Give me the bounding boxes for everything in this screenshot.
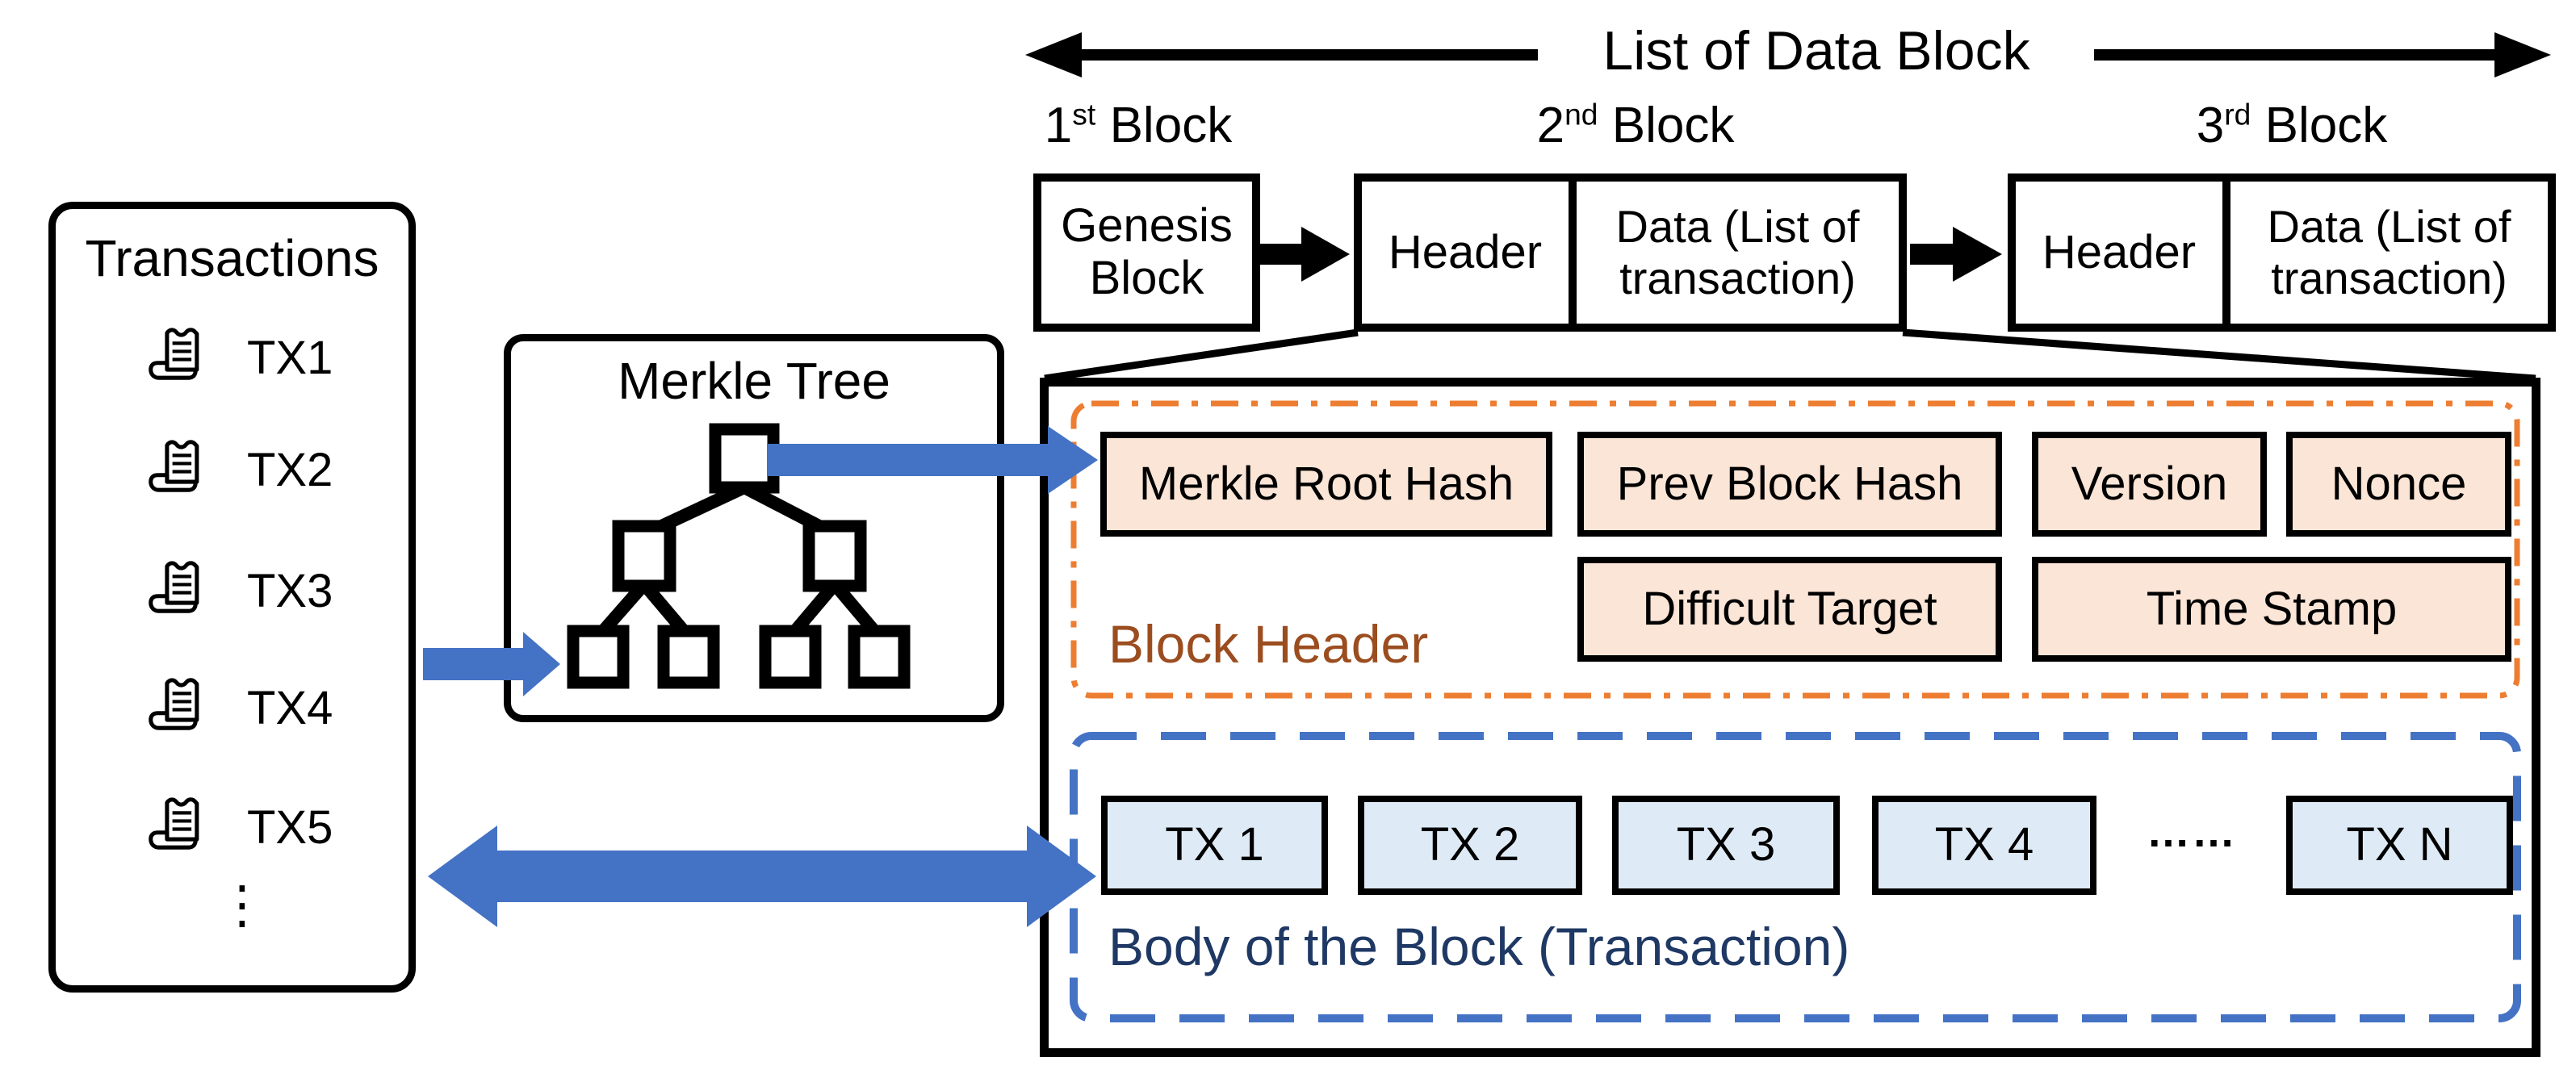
list-arrow-left <box>1025 32 1538 77</box>
tx-label: TX 3 <box>1676 818 1776 871</box>
expansion-lines <box>1044 328 2536 382</box>
block-header-cell: Header <box>1362 182 1577 324</box>
list-arrow-right <box>2094 32 2551 77</box>
genesis-block-box: Genesis Block <box>1033 173 1260 332</box>
field-label: Version <box>2071 457 2228 510</box>
transaction-list-item: TX1 <box>145 324 333 391</box>
block-data-cell: Data (List of transaction) <box>2267 200 2511 303</box>
ordinal-number: 2 <box>1536 98 1565 153</box>
receipt-icon <box>149 678 199 730</box>
transaction-list-item: TX5 <box>145 793 333 861</box>
transaction-list-item: TX3 <box>145 557 333 625</box>
tx-3-box: TX 3 <box>1612 796 1840 895</box>
chain-arrow-2 <box>1910 227 2002 282</box>
field-label: Merkle Root Hash <box>1138 457 1514 510</box>
tx-label: TX 2 <box>1420 818 1520 871</box>
ordinal-suffix: nd <box>1564 97 1598 132</box>
merkle-internal-node <box>802 520 867 592</box>
ordinal-number: 3 <box>2196 98 2225 153</box>
time-stamp-box: Time Stamp <box>2032 557 2511 662</box>
field-label: Time Stamp <box>2146 582 2398 635</box>
field-label: Prev Block Hash <box>1616 457 1963 510</box>
ordinal-suffix: st <box>1072 97 1096 132</box>
nonce-box: Nonce <box>2286 432 2511 537</box>
ordinal-number: 1 <box>1044 98 1073 153</box>
receipt-icon <box>149 328 199 380</box>
transaction-label: TX4 <box>247 681 333 734</box>
tx-2-box: TX 2 <box>1358 796 1582 895</box>
block-ordinal-label-2: 2nd Block <box>1514 97 1757 154</box>
receipt-icon <box>149 440 199 492</box>
tx-n-box: TX N <box>2286 796 2513 895</box>
transaction-label: TX5 <box>247 800 333 854</box>
block-header-cell: Header <box>2016 182 2230 324</box>
merkle-tree-diagram <box>567 423 911 689</box>
transaction-list-item: TX4 <box>145 674 333 742</box>
merkle-tree-title: Merkle Tree <box>618 352 890 410</box>
genesis-block-label: Genesis Block <box>1061 199 1233 304</box>
version-box: Version <box>2032 432 2267 537</box>
list-of-data-block-title: List of Data Block <box>1602 20 2030 82</box>
ordinal-word: Block <box>1109 98 1233 153</box>
vertical-ellipsis: ⋮ <box>216 876 268 935</box>
difficult-target-box: Difficult Target <box>1577 557 2002 662</box>
transaction-label: TX1 <box>247 331 333 384</box>
merkle-internal-node <box>612 520 676 592</box>
merkle-leaf-node <box>759 625 822 689</box>
tx-label: TX 1 <box>1165 818 1264 871</box>
chain-arrow-1 <box>1260 227 1350 282</box>
receipt-icon <box>149 797 199 850</box>
block-body-section-label: Body of the Block (Transaction) <box>1108 917 1850 976</box>
transaction-label: TX2 <box>247 443 333 496</box>
block-2: Header Data (List of transaction) <box>1354 173 1907 332</box>
block-3: Header Data (List of transaction) <box>2008 173 2556 332</box>
block-data-cell: Data (List of transaction) <box>1615 200 1860 303</box>
tx-label: TX N <box>2346 818 2453 871</box>
transaction-label: TX3 <box>247 564 333 617</box>
block-ordinal-label-3: 3rd Block <box>2171 97 2413 154</box>
tx-ellipsis-dots: …… <box>2147 808 2237 856</box>
tx-label: TX 4 <box>1934 818 2034 871</box>
block-ordinal-label-1: 1st Block <box>1017 97 1259 154</box>
block-header-section-label: Block Header <box>1108 614 1429 674</box>
field-label: Difficult Target <box>1642 582 1937 635</box>
prev-block-hash-box: Prev Block Hash <box>1577 432 2002 537</box>
merkle-leaf-node <box>848 625 911 689</box>
merkle-root-hash-box: Merkle Root Hash <box>1100 432 1552 537</box>
tx-1-box: TX 1 <box>1101 796 1328 895</box>
transactions-title: Transactions <box>85 229 379 287</box>
transaction-list-item: TX2 <box>145 436 333 504</box>
tx-body-double-arrow <box>428 825 1096 927</box>
ordinal-word: Block <box>2264 98 2388 153</box>
ordinal-suffix: rd <box>2224 97 2251 132</box>
transactions-panel: Transactions <box>48 202 416 993</box>
field-label: Nonce <box>2331 457 2467 510</box>
receipt-icon <box>149 561 199 613</box>
merkle-root-node <box>709 423 780 494</box>
ordinal-word: Block <box>1611 98 1735 153</box>
merkle-leaf-node <box>657 625 720 689</box>
merkle-leaf-node <box>567 625 630 689</box>
tx-4-box: TX 4 <box>1872 796 2096 895</box>
